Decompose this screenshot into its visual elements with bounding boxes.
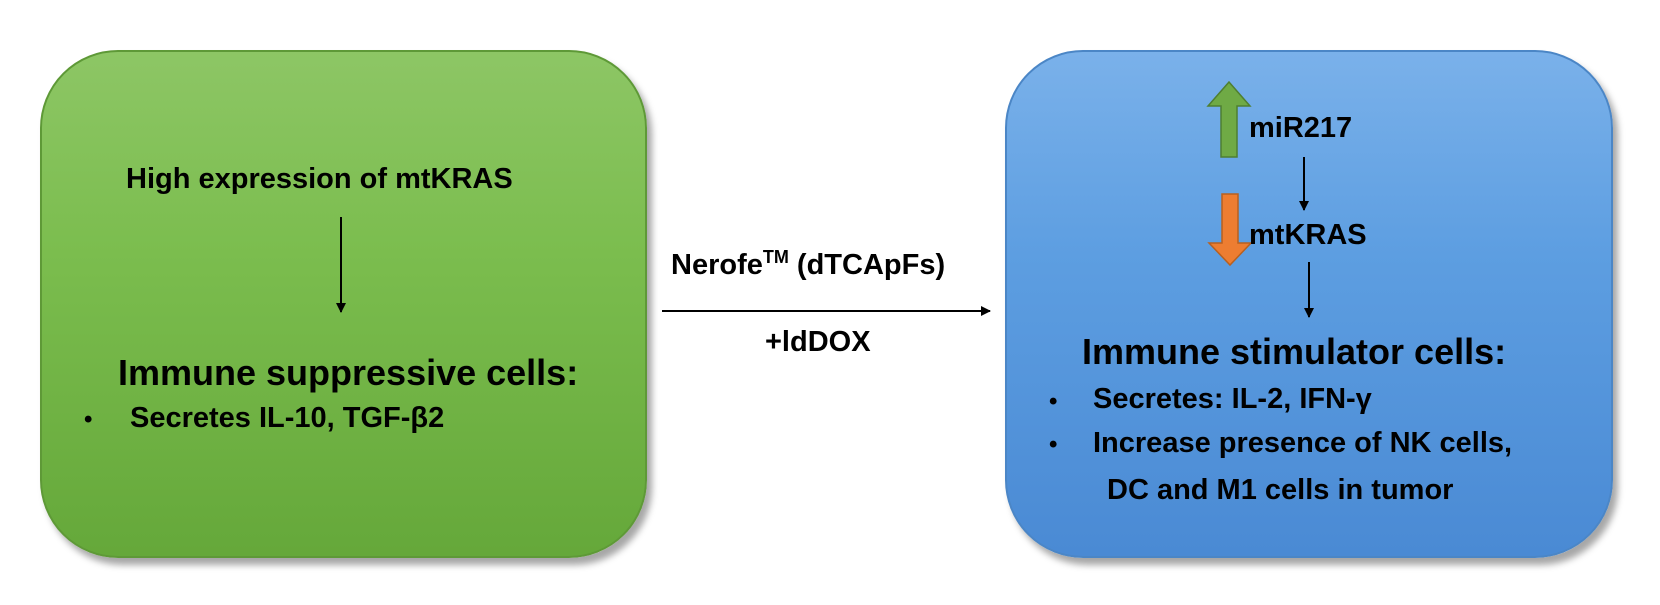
left-heading: Immune suppressive cells: <box>118 352 579 393</box>
left-bullet-mark-1: • <box>84 406 93 433</box>
down-label: mtKRAS <box>1249 219 1367 251</box>
right-heading: Immune stimulator cells: <box>1082 331 1507 372</box>
right-bullet-1: Secretes: IL-2, IFN-γ <box>1093 383 1372 415</box>
right-bullet-mark-2: • <box>1049 431 1058 458</box>
up-label: miR217 <box>1249 112 1353 144</box>
drug-detail: (dTCApFs) <box>796 249 946 281</box>
right-bullet-mark-1: • <box>1049 388 1058 415</box>
drug-name: Nerofe <box>671 249 763 281</box>
left-title: High expression of mtKRAS <box>126 163 513 195</box>
treatment-label: NerofeTM (dTCApFs) <box>671 247 946 282</box>
trademark: TM <box>762 247 789 267</box>
left-bullet-1: Secretes IL-10, TGF-β2 <box>130 402 445 434</box>
right-bullet-2-continuation: DC and M1 cells in tumor <box>1107 474 1454 506</box>
up-arrow-icon <box>1206 80 1252 158</box>
addition-label: +ldDOX <box>765 326 871 358</box>
right-bullet-2: Increase presence of NK cells, <box>1093 427 1513 459</box>
down-arrow-icon <box>1207 193 1253 267</box>
